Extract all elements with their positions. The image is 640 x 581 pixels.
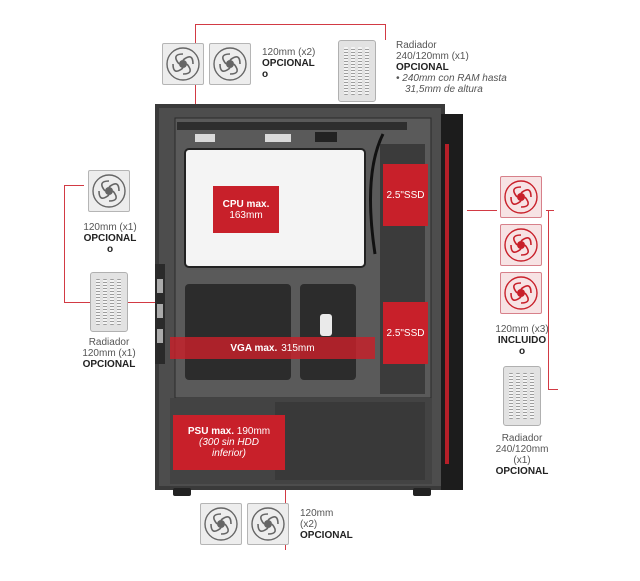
fan-icon <box>88 170 130 212</box>
top-radiator-size: 240/120mm (x1) <box>396 51 469 62</box>
radiator-icon <box>338 40 376 102</box>
front-fans-size: 120mm (x3) <box>495 324 549 335</box>
vga-label: VGA max. <box>230 342 278 354</box>
top-radiator-note-2: 31,5mm de altura <box>405 84 483 95</box>
bottom-fans-size: 120mm <box>300 508 334 519</box>
bottom-fans-label: 120mm (x2) OPCIONAL <box>300 508 353 541</box>
front-connector-line <box>548 210 549 390</box>
front-connector-line <box>546 210 554 211</box>
front-connector-line <box>548 389 558 390</box>
psu-clearance-box: PSU max. 190mm (300 sin HDD inferior) <box>173 415 285 470</box>
front-connector-line <box>467 210 497 211</box>
top-fans-size: 120mm (x2) <box>262 47 316 58</box>
fan-icon <box>500 272 542 314</box>
top-radiator-title: Radiador <box>396 40 437 51</box>
fan-icon <box>209 43 251 85</box>
psu-label: PSU max. <box>187 426 234 437</box>
psu-note-2: inferior) <box>212 448 246 459</box>
radiator-icon <box>503 366 541 426</box>
front-radiator-size: 240/120mm <box>495 444 549 455</box>
psu-note-1: (300 sin HDD <box>198 437 260 448</box>
top-radiator-label: Radiador 240/120mm (x1) OPCIONAL • 240mm… <box>396 40 507 95</box>
front-radiator-title: Radiador <box>501 433 543 444</box>
bottom-fans-optional: OPCIONAL <box>300 530 353 541</box>
rear-fan-size: 120mm (x1) <box>83 222 137 233</box>
front-fans-included: INCLUIDO <box>497 335 547 346</box>
top-radiator-note-1: • 240mm con RAM hasta <box>396 73 507 84</box>
top-radiator-optional: OPCIONAL <box>396 62 449 73</box>
fan-icon <box>247 503 289 545</box>
cpu-clearance-box: CPU max. 163mm <box>213 186 279 233</box>
psu-value: 190mm <box>236 426 271 437</box>
ssd-top-box: 2.5"SSD <box>383 164 428 226</box>
top-fans-or: o <box>262 69 269 80</box>
top-connector-line <box>195 24 386 25</box>
vga-value: 315mm <box>281 342 315 354</box>
rear-radiator-label: Radiador 120mm (x1) OPCIONAL <box>72 337 146 370</box>
ssd-top-label: 2.5"SSD <box>386 189 425 201</box>
bottom-fans-count: (x2) <box>300 519 318 530</box>
radiator-icon <box>90 272 128 332</box>
fan-icon <box>162 43 204 85</box>
rear-fan-or: o <box>106 244 114 255</box>
ssd-bottom-label: 2.5"SSD <box>386 327 425 339</box>
ssd-bottom-box: 2.5"SSD <box>383 302 428 364</box>
front-radiator-optional: OPCIONAL <box>495 466 549 477</box>
cpu-value: 163mm <box>229 209 263 221</box>
rear-radiator-title: Radiador <box>88 337 130 348</box>
vga-clearance-bar: VGA max. 315mm <box>170 337 375 359</box>
fan-icon <box>500 224 542 266</box>
fan-icon <box>500 176 542 218</box>
fan-icon <box>200 503 242 545</box>
rear-fan-label: 120mm (x1) OPCIONAL o <box>78 222 142 255</box>
front-fans-label: 120mm (x3) INCLUIDO o <box>487 324 557 357</box>
cpu-label: CPU max. <box>222 198 270 210</box>
front-fans-or: o <box>518 346 526 357</box>
top-connector-line <box>385 24 386 40</box>
front-radiator-count: (x1) <box>513 455 531 466</box>
top-fans-label: 120mm (x2) OPCIONAL o <box>262 47 315 80</box>
rear-connector-line <box>64 185 65 303</box>
rear-radiator-size: 120mm (x1) <box>82 348 136 359</box>
rear-radiator-optional: OPCIONAL <box>82 359 136 370</box>
top-fans-optional: OPCIONAL <box>262 58 315 69</box>
rear-connector-line <box>64 185 84 186</box>
front-radiator-label: Radiador 240/120mm (x1) OPCIONAL <box>484 433 560 477</box>
rear-fan-optional: OPCIONAL <box>83 233 137 244</box>
